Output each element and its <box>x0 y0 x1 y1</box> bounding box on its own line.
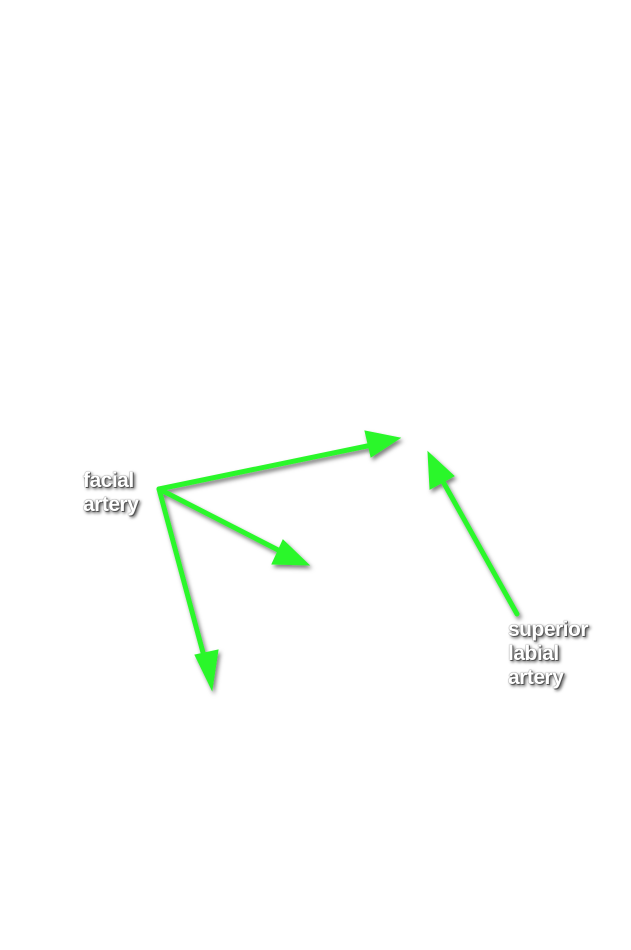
superior-labial-artery-label-line: artery <box>508 666 564 689</box>
superior-labial-artery-label: superior labial artery <box>508 618 589 690</box>
arrow-facial-upper-right <box>156 430 402 492</box>
superior-labial-artery-label-line: labial <box>508 642 559 665</box>
facial-artery-label-line: artery <box>83 493 139 516</box>
superior-labial-artery-label-line: superior <box>508 618 589 641</box>
arrow-superior-labial <box>427 450 520 617</box>
arrow-facial-down <box>156 486 219 692</box>
facial-artery-label-line: facial <box>83 469 134 492</box>
facial-artery-label: facial artery <box>83 469 139 517</box>
arrow-facial-lower-right <box>156 486 311 566</box>
